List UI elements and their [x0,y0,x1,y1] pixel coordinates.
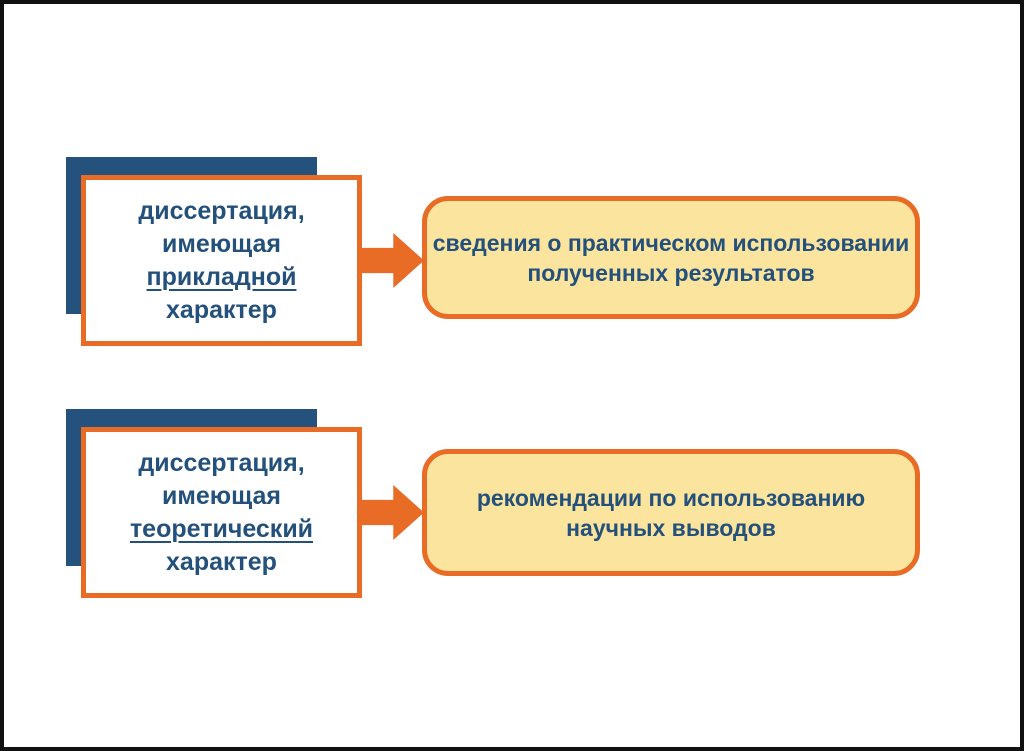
source-box-text: диссертация, имеющая прикладной характер [138,195,304,327]
result-box-applied: сведения о практическом использовании по… [422,196,920,319]
result-line: полученных результатов [527,259,815,286]
source-line-underlined: прикладной [146,262,297,291]
right-arrow-connector-icon [360,233,424,288]
source-line: имеющая [161,229,281,258]
source-box-text: диссертация, имеющая теоретический харак… [130,447,313,579]
source-line: диссертация, [138,448,305,477]
source-box-theoretical: диссертация, имеющая теоретический харак… [81,427,362,598]
source-line: имеющая [161,481,281,510]
source-line: характер [166,547,277,576]
result-line: сведения о практическом использовании [432,229,910,256]
source-line: характер [166,295,277,324]
source-line: диссертация, [138,196,305,225]
result-line: научных выводов [566,514,776,541]
result-box-theoretical: рекомендации по использованию научных вы… [422,449,920,576]
source-line-underlined: теоретический [129,514,314,543]
result-box-text: сведения о практическом использовании по… [433,228,910,288]
result-box-text: рекомендации по использованию научных вы… [477,483,865,543]
source-box-applied: диссертация, имеющая прикладной характер [81,175,362,346]
result-line: рекомендации по использованию [476,484,866,511]
right-arrow-connector-icon [360,485,424,540]
